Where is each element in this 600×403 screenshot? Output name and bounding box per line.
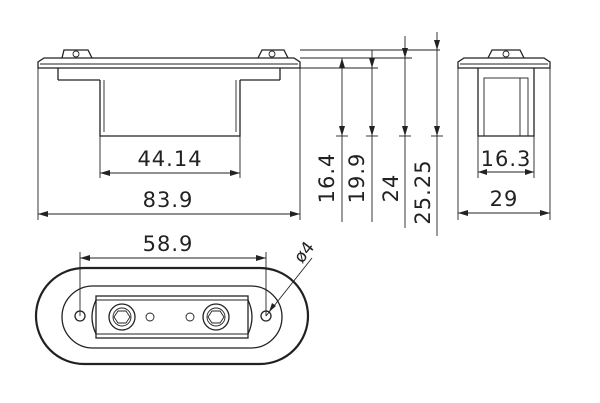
dimension-44-14: 44.14: [100, 147, 240, 176]
dim-label-height-b: 19.9: [345, 153, 369, 204]
dim-label-height-c: 24: [379, 174, 403, 203]
dim-label-height-a: 16.4: [315, 153, 339, 204]
top-view: [34, 252, 310, 366]
dimension-29: 29: [458, 187, 550, 216]
dim-label-side-width: 29: [490, 187, 519, 211]
height-dimensions: 16.4 19.9 24 25.25: [300, 32, 443, 236]
dim-label-overall-length: 83.9: [143, 188, 194, 212]
dim-label-height-d: 25.25: [411, 159, 435, 224]
dimension-16-3: 16.3: [478, 147, 534, 175]
dim-label-inner-opening: 44.14: [137, 147, 202, 171]
dimension-58-9: 58.9: [80, 232, 266, 261]
dim-label-hole-spacing: 58.9: [143, 232, 194, 256]
dim-label-side-inner: 16.3: [481, 147, 532, 171]
dim-label-hole-diameter: ø4: [290, 238, 319, 267]
side-view: [457, 49, 551, 220]
front-view: [37, 49, 301, 220]
dimension-hole-diameter: ø4: [265, 238, 319, 317]
dimension-83-9: 83.9: [38, 188, 300, 217]
